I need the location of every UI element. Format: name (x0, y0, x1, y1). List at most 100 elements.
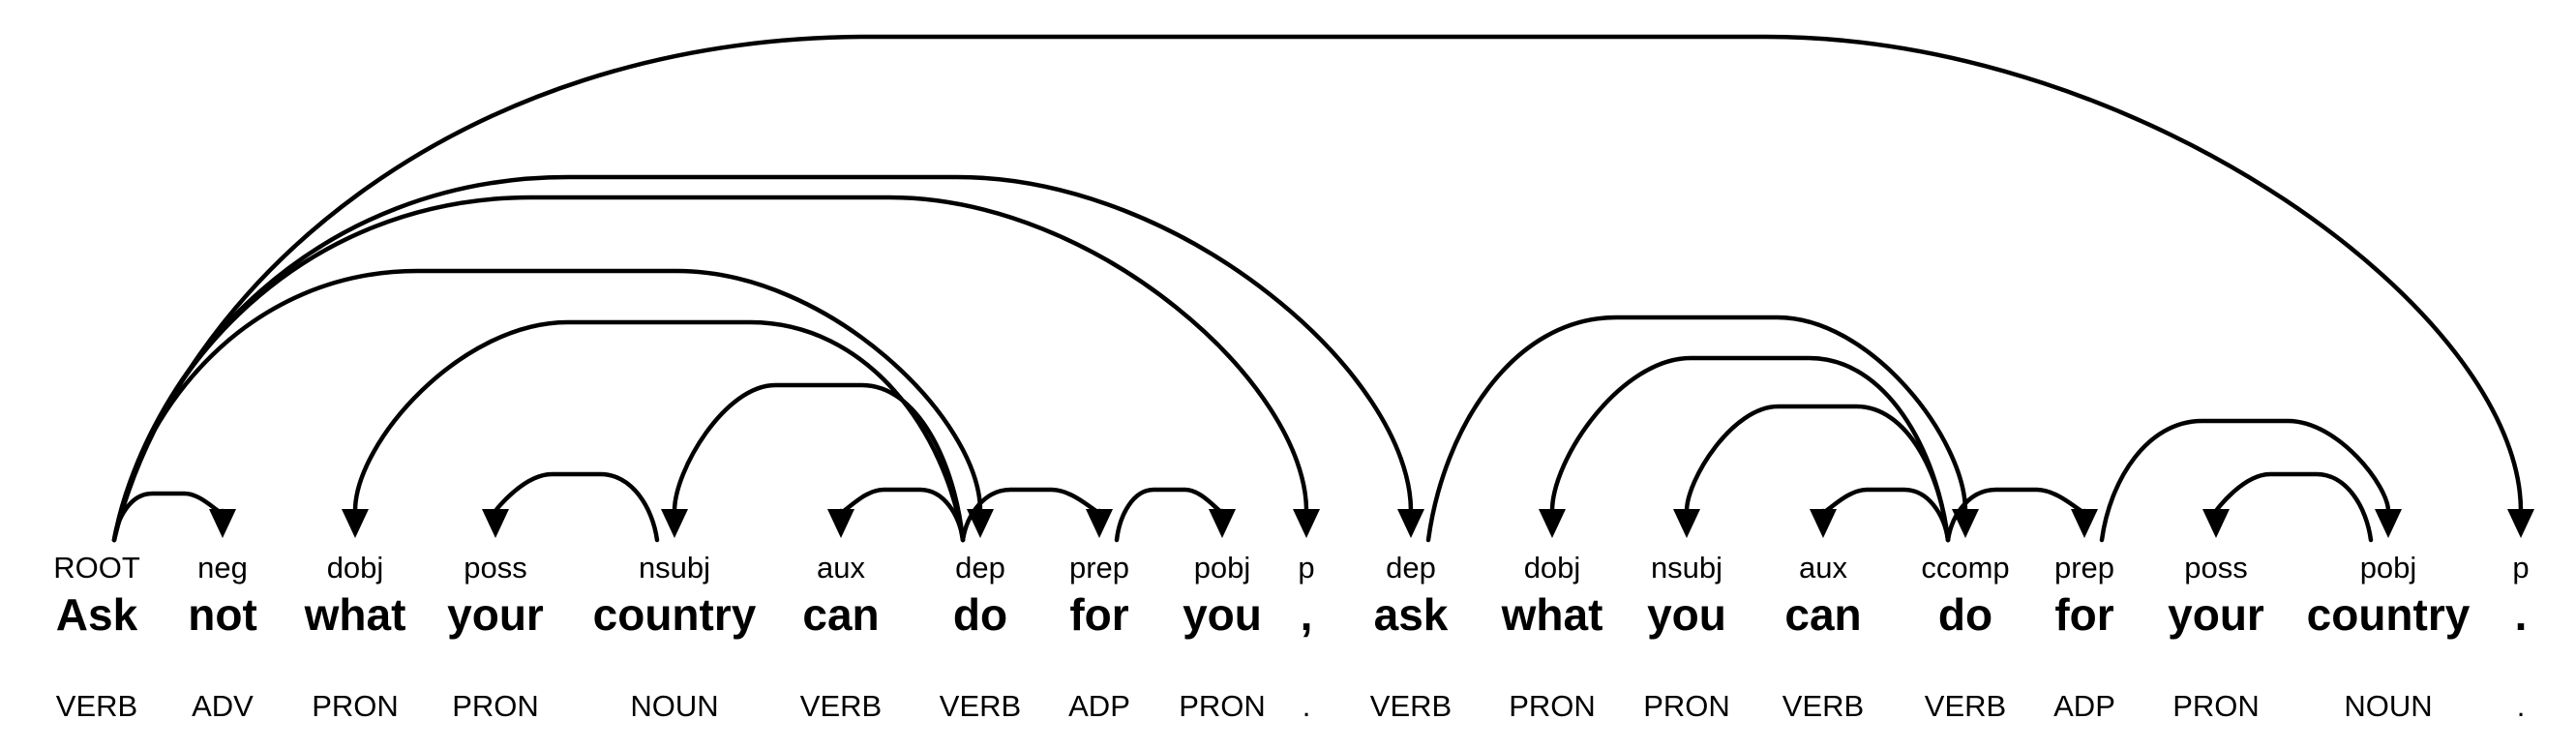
token: p.. (2512, 552, 2529, 724)
dep-label: prep (1068, 551, 1130, 585)
token-word: do (952, 589, 1008, 640)
pos-tag: . (2516, 689, 2526, 723)
dependency-arc (1425, 315, 1979, 543)
dep-label: dobj (1523, 551, 1581, 585)
token-word: country (592, 589, 757, 640)
dep-label: p (2512, 551, 2530, 585)
dependency-arc (2202, 471, 2374, 543)
pos-tag: VERB (1369, 689, 1453, 723)
token-word: your (2168, 589, 2264, 640)
dep-label: pobj (2359, 551, 2417, 585)
token-word: you (1183, 589, 1262, 640)
dependency-arc (661, 382, 966, 543)
arc-arrowhead-icon (1952, 509, 1979, 538)
arc-arrowhead-icon (1086, 509, 1113, 538)
pos-tag: ADV (192, 689, 254, 723)
dependency-arc (960, 487, 1113, 543)
dependency-arc-path (960, 487, 1102, 543)
pos-tag: PRON (312, 689, 399, 723)
dependency-arc (1114, 487, 1236, 543)
dependency-arc-path (838, 487, 966, 543)
dep-label: dep (1386, 551, 1436, 585)
arc-arrowhead-icon (482, 509, 509, 538)
dep-label: prep (2053, 551, 2115, 585)
dependency-arc-path (672, 382, 966, 543)
dependency-arc-path (1114, 487, 1225, 543)
pos-tag: VERB (939, 689, 1022, 723)
token-word: do (1937, 589, 1993, 640)
arc-arrowhead-icon (1209, 509, 1236, 538)
pos-tag: ADP (1068, 689, 1130, 723)
token-word: can (802, 589, 880, 640)
dep-label: nsubj (1650, 551, 1723, 585)
dependency-arc (1810, 487, 1951, 543)
pos-tag: PRON (1643, 689, 1730, 723)
dep-label: ROOT (53, 551, 140, 585)
arc-arrowhead-icon (2375, 509, 2402, 538)
dep-label: p (1298, 551, 1315, 585)
pos-tag: VERB (1782, 689, 1865, 723)
arc-arrowhead-icon (342, 509, 369, 538)
arc-arrowhead-icon (1673, 509, 1700, 538)
pos-tag: PRON (452, 689, 539, 723)
arc-arrowhead-icon (2202, 509, 2230, 538)
dep-label: poss (464, 551, 527, 585)
dep-label: ccomp (1921, 551, 2010, 585)
token-word: , (1300, 589, 1313, 640)
pos-tag: NOUN (2344, 689, 2433, 723)
dependency-arc (1673, 404, 1951, 543)
dependency-arc (1945, 487, 2098, 543)
token-word: what (1501, 589, 1603, 640)
token-word: for (2054, 589, 2114, 640)
pos-tag: . (1302, 689, 1311, 723)
dependency-arc-path (352, 319, 966, 543)
arc-arrowhead-icon (1539, 509, 1566, 538)
arc-arrowhead-icon (2507, 509, 2534, 538)
token-word: you (1647, 589, 1726, 640)
dependency-arc (827, 487, 966, 543)
arc-arrowhead-icon (1397, 509, 1424, 538)
arc-arrowhead-icon (209, 509, 236, 538)
dependency-arc (2099, 418, 2402, 543)
pos-tag: ADP (2053, 689, 2115, 723)
arc-arrowhead-icon (2071, 509, 2098, 538)
dependency-arc-path (493, 471, 660, 543)
token-word: for (1069, 589, 1129, 640)
dependency-arc-path (1425, 315, 1968, 543)
arc-arrowhead-icon (1293, 509, 1320, 538)
token: p,. (1298, 552, 1314, 724)
dependency-arc-path (1945, 487, 2087, 543)
token-word: . (2514, 589, 2528, 640)
dependency-arc-path (2099, 418, 2391, 543)
dep-label: aux (817, 551, 865, 585)
dep-label: neg (197, 551, 248, 585)
dependency-arc (111, 34, 2534, 543)
arc-arrowhead-icon (827, 509, 854, 538)
dependency-arc-path (2213, 471, 2374, 543)
dep-label: dep (955, 551, 1005, 585)
pos-tag: PRON (2172, 689, 2260, 723)
dep-label: nsubj (638, 551, 711, 585)
token-word: what (304, 589, 406, 640)
pos-tag: VERB (55, 689, 138, 723)
token-word: Ask (55, 589, 138, 640)
token-word: country (2306, 589, 2471, 640)
dep-label: pobj (1193, 551, 1251, 585)
